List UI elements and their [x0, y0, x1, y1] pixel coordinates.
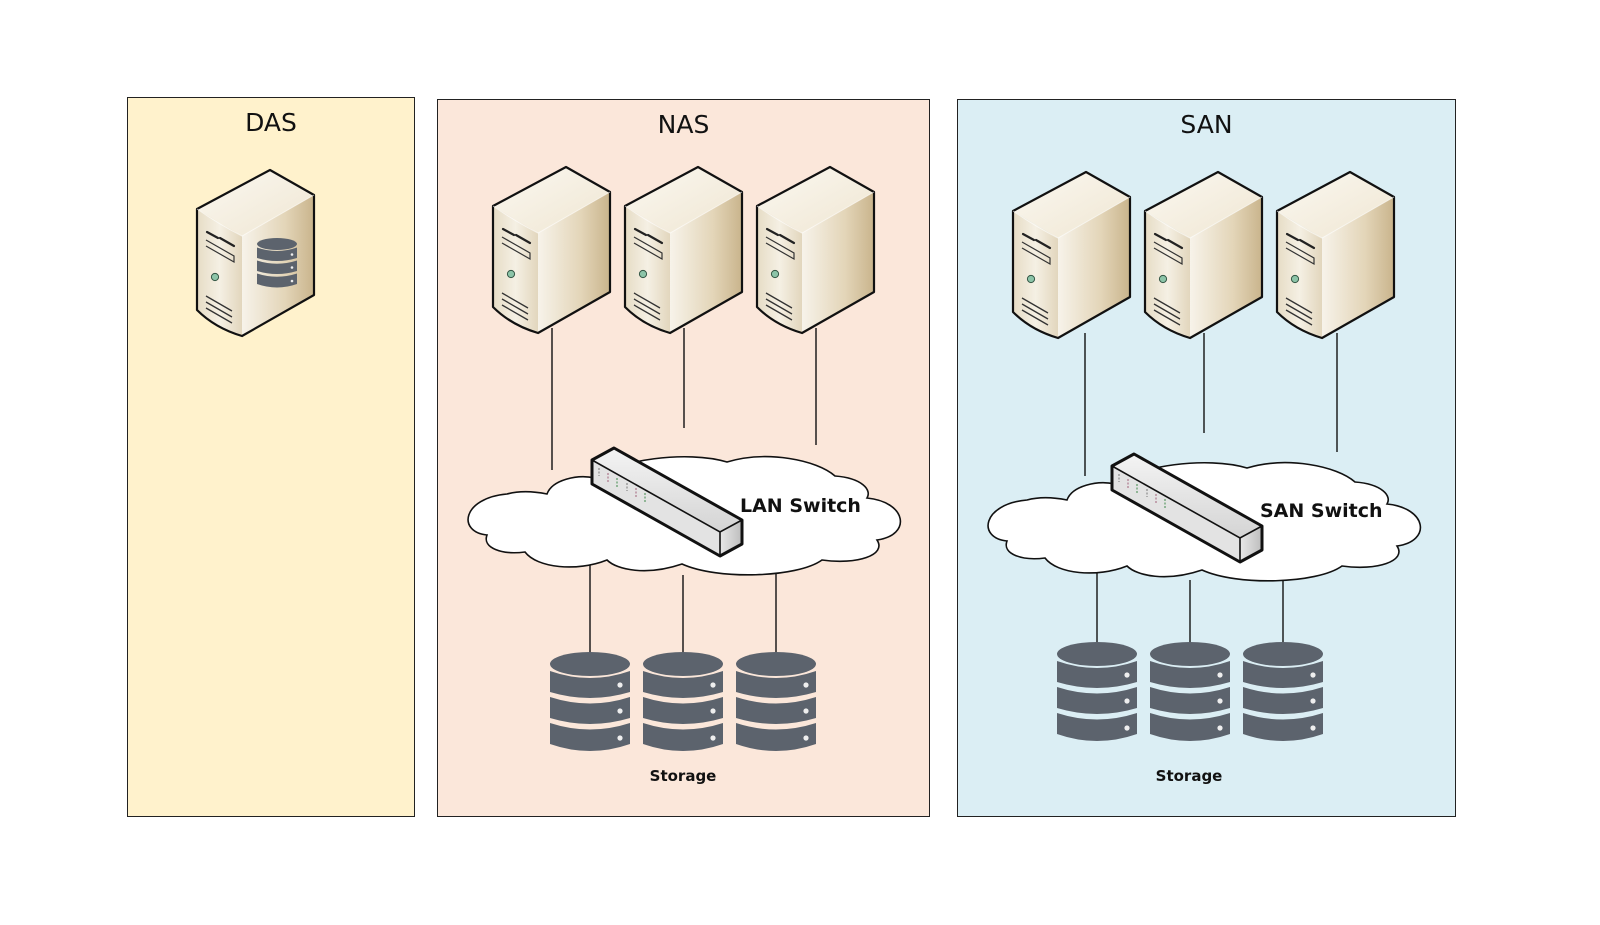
server-tower-icon — [755, 165, 876, 335]
nas-connectors — [551, 328, 817, 655]
nas-server-3 — [755, 165, 876, 335]
san-server-2 — [1143, 170, 1264, 340]
database-stack-icon — [643, 652, 723, 751]
san-switch-label: SAN Switch — [1260, 500, 1383, 522]
san-server-1 — [1011, 170, 1132, 340]
nas-server-2 — [623, 165, 744, 335]
server-tower-icon — [1143, 170, 1264, 340]
database-stack-icon — [1057, 642, 1137, 741]
lan-switch-label: LAN Switch — [740, 495, 861, 517]
database-stack-icon — [550, 652, 630, 751]
nas-title: NAS — [657, 110, 710, 139]
nas-server-1 — [491, 165, 612, 335]
san-server-3 — [1275, 170, 1396, 340]
server-tower-icon — [491, 165, 612, 335]
das-server — [195, 168, 316, 338]
nas-storage-label: Storage — [650, 767, 717, 785]
san-storage-1 — [1057, 642, 1137, 741]
server-tower-icon — [1275, 170, 1396, 340]
san-connectors — [1084, 333, 1338, 645]
database-stack-icon — [1150, 642, 1230, 741]
san-storage-3 — [1243, 642, 1323, 741]
das-title: DAS — [245, 108, 297, 137]
server-tower-icon — [623, 165, 744, 335]
san-storage-label: Storage — [1156, 767, 1223, 785]
server-tower-icon — [1011, 170, 1132, 340]
database-stack-icon — [736, 652, 816, 751]
nas-storage-1 — [550, 652, 630, 751]
database-stack-icon — [1243, 642, 1323, 741]
san-storage-2 — [1150, 642, 1230, 741]
nas-storage-3 — [736, 652, 816, 751]
nas-storage-2 — [643, 652, 723, 751]
san-title: SAN — [1180, 110, 1233, 139]
